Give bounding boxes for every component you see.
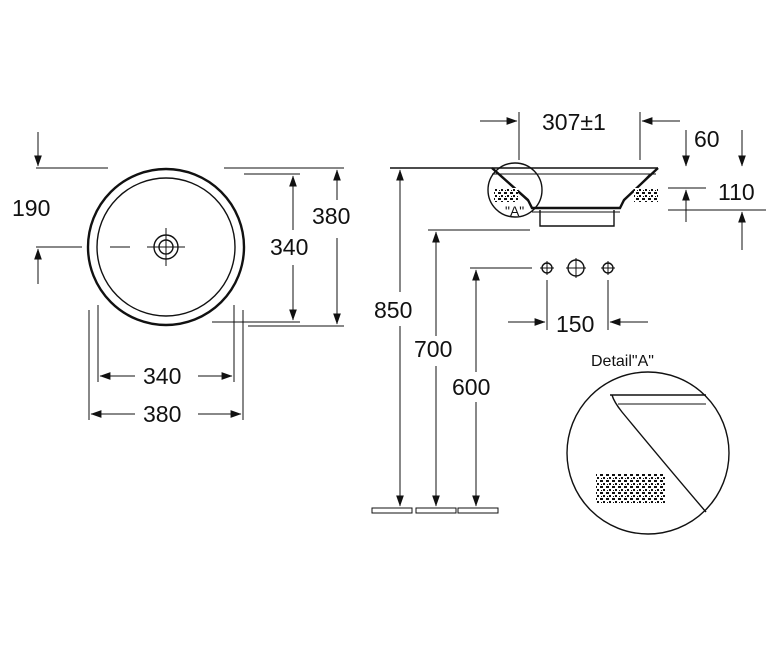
dimension-190 [34,132,108,284]
dimension-vertical-lines [212,167,344,327]
detail-a-marker: "A" [505,203,524,219]
dimension-850-label: 850 [374,297,412,323]
floor-block-3 [457,507,499,514]
detail-a-callout-circle [487,162,543,218]
dimension-60-110 [668,130,766,250]
basin-outer-rim [86,167,246,327]
floor-block-1 [371,507,413,514]
drain-icon [147,228,185,266]
dimension-380-vertical-label: 380 [312,203,350,229]
detail-a-bowl-curve [611,394,707,513]
dimension-150-label: 150 [556,311,594,337]
dimension-340-vertical-label: 340 [270,234,308,260]
floor-block-2 [415,507,457,514]
dimension-110-label: 110 [718,179,755,205]
detail-a-countertop-section [596,474,666,504]
detail-a-title: Detail"A" [591,353,654,370]
dimension-380-horizontal-label: 380 [143,401,181,427]
top-view: 190 380 340 340 380 [12,132,350,427]
dimension-700-label: 700 [414,336,452,362]
dimension-600-label: 600 [452,374,490,400]
detail-a-circle [566,371,730,535]
dimension-307-label: 307±1 [542,109,606,135]
countertop-section-left [494,188,518,202]
countertop-section-right [634,188,658,202]
dimension-340-horizontal [97,305,235,382]
detail-a-view: Detail"A" [566,353,730,535]
side-view: "A" 307±1 60 110 [371,109,766,514]
basin-inner-rim [96,177,236,317]
dimension-60-label: 60 [694,126,720,152]
height-dimensions [371,169,532,514]
dimension-380-horizontal [88,310,244,420]
dimension-340-horizontal-label: 340 [143,363,181,389]
basin-profile [390,167,659,231]
tap-holes-icon [540,258,615,278]
dimension-190-label: 190 [12,195,50,221]
dimension-150 [508,280,648,330]
dimension-307 [480,112,680,160]
